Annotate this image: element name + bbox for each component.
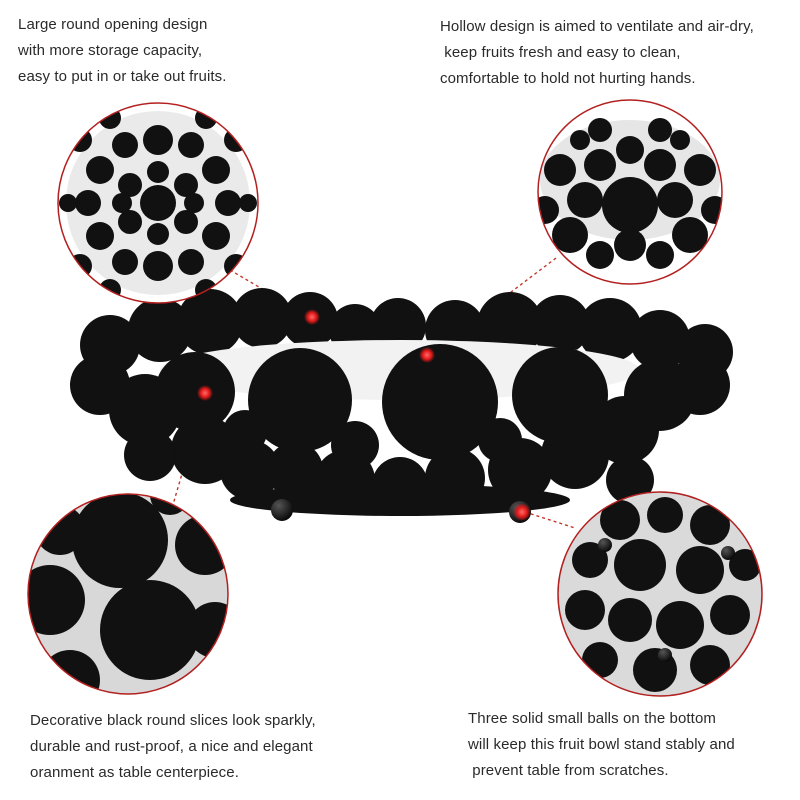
caption-bottom-left: Decorative black round slices look spark… [30,708,316,786]
highlight-dot-hollow [419,347,435,363]
zoom-lens-top-right [537,99,723,285]
leader-line-bottom-right [524,511,576,529]
zoom-lens-top-left [57,102,259,304]
bowl-front-wall [70,344,730,513]
caption-line: oranment as table centerpiece. [30,764,239,781]
zoom-lens-bottom-right [557,491,763,697]
caption-line: durable and rust-proof, a nice and elega… [30,738,313,755]
caption-line: keep fruits fresh and easy to clean, [440,44,681,61]
caption-line: will keep this fruit bowl stand stably a… [468,736,735,753]
caption-line: prevent table from scratches. [468,762,669,779]
fruit-bowl [70,288,733,523]
caption-line: Three solid small balls on the bottom [468,710,716,727]
zoom-lens-bottom-left [27,493,229,695]
highlight-dots [197,309,531,521]
foot-ball [271,499,293,521]
caption-line: comfortable to hold not hurting hands. [440,70,696,87]
highlight-dot-slice [197,385,213,401]
caption-line: Hollow design is aimed to ventilate and … [440,18,754,35]
caption-line: with more storage capacity, [18,42,203,59]
caption-bottom-right: Three solid small balls on the bottom wi… [468,706,735,784]
caption-line: Decorative black round slices look spark… [30,712,316,729]
caption-top-right: Hollow design is aimed to ventilate and … [440,14,754,92]
bowl-base [230,484,570,516]
highlight-dot-foot [513,503,531,521]
caption-line: easy to put in or take out fruits. [18,68,227,85]
caption-line: Large round opening design [18,16,208,33]
highlight-dot-rim [304,309,320,325]
caption-top-left: Large round opening design with more sto… [18,12,227,90]
